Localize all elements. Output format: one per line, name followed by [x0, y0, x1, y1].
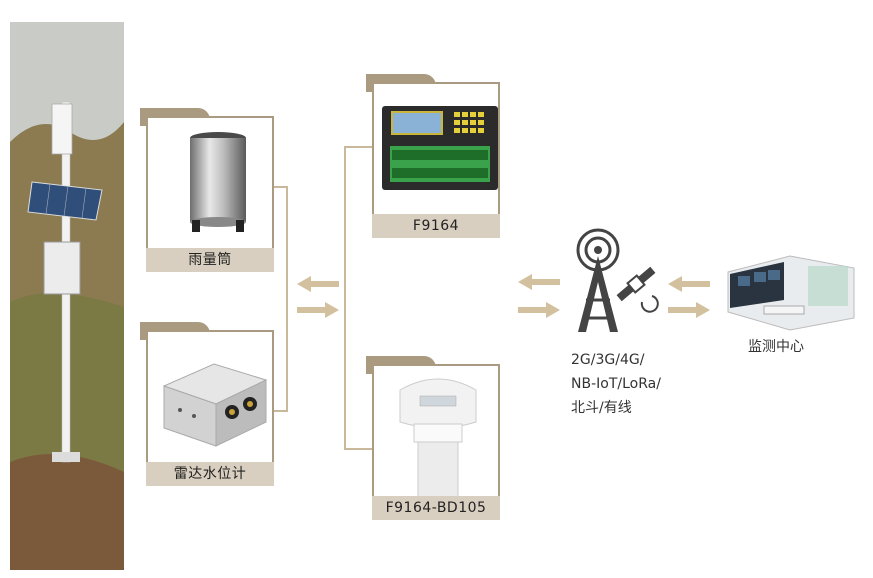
arrow-left-2: [518, 274, 560, 290]
rtu-f9164-icon: [382, 106, 498, 190]
arrow-right-3: [668, 302, 710, 318]
radar-level-icon: [162, 363, 268, 447]
card-radar-level: 雷达水位计: [140, 322, 274, 486]
card-f9164: F9164: [366, 74, 500, 238]
arrow-right-2: [518, 302, 560, 318]
card-f9164-bd105: F9164-BD105: [366, 356, 500, 520]
connector-radar: [273, 410, 287, 412]
arrow-right-1: [297, 302, 339, 318]
arrow-left-3: [668, 276, 710, 292]
card-frame: [146, 330, 274, 462]
rain-gauge-icon: [190, 132, 246, 232]
rtu-bd105-icon: [399, 378, 477, 500]
connector-bd105: [344, 448, 374, 450]
network-line-1: 2G/3G/4G/: [571, 352, 645, 368]
card-frame: [372, 364, 500, 500]
connector-f9164: [344, 146, 374, 148]
monitoring-center-image: [724, 248, 858, 336]
card-frame: [372, 82, 500, 214]
network-line-3: 北斗/有线: [571, 400, 632, 416]
arrow-left-1: [297, 276, 339, 292]
connector-left-vertical: [286, 186, 288, 412]
card-label-f9164: F9164: [372, 214, 500, 238]
network-protocols: 2G/3G/4G/ NB-IoT/LoRa/ 北斗/有线: [571, 348, 701, 420]
card-label-f9164-bd105: F9164-BD105: [372, 496, 500, 520]
connector-rain: [273, 186, 287, 188]
network-line-2: NB-IoT/LoRa/: [571, 376, 661, 392]
network-tower-icon: [566, 226, 662, 338]
connector-right-vertical: [344, 146, 346, 450]
monitoring-center-label: 监测中心: [748, 339, 804, 355]
station-illustration: [10, 22, 124, 570]
station-photo: [10, 22, 124, 570]
card-frame: [146, 116, 274, 248]
card-label-rain-gauge: 雨量筒: [146, 248, 274, 272]
card-rain-gauge: 雨量筒: [140, 108, 274, 272]
card-label-radar-level: 雷达水位计: [146, 462, 274, 486]
